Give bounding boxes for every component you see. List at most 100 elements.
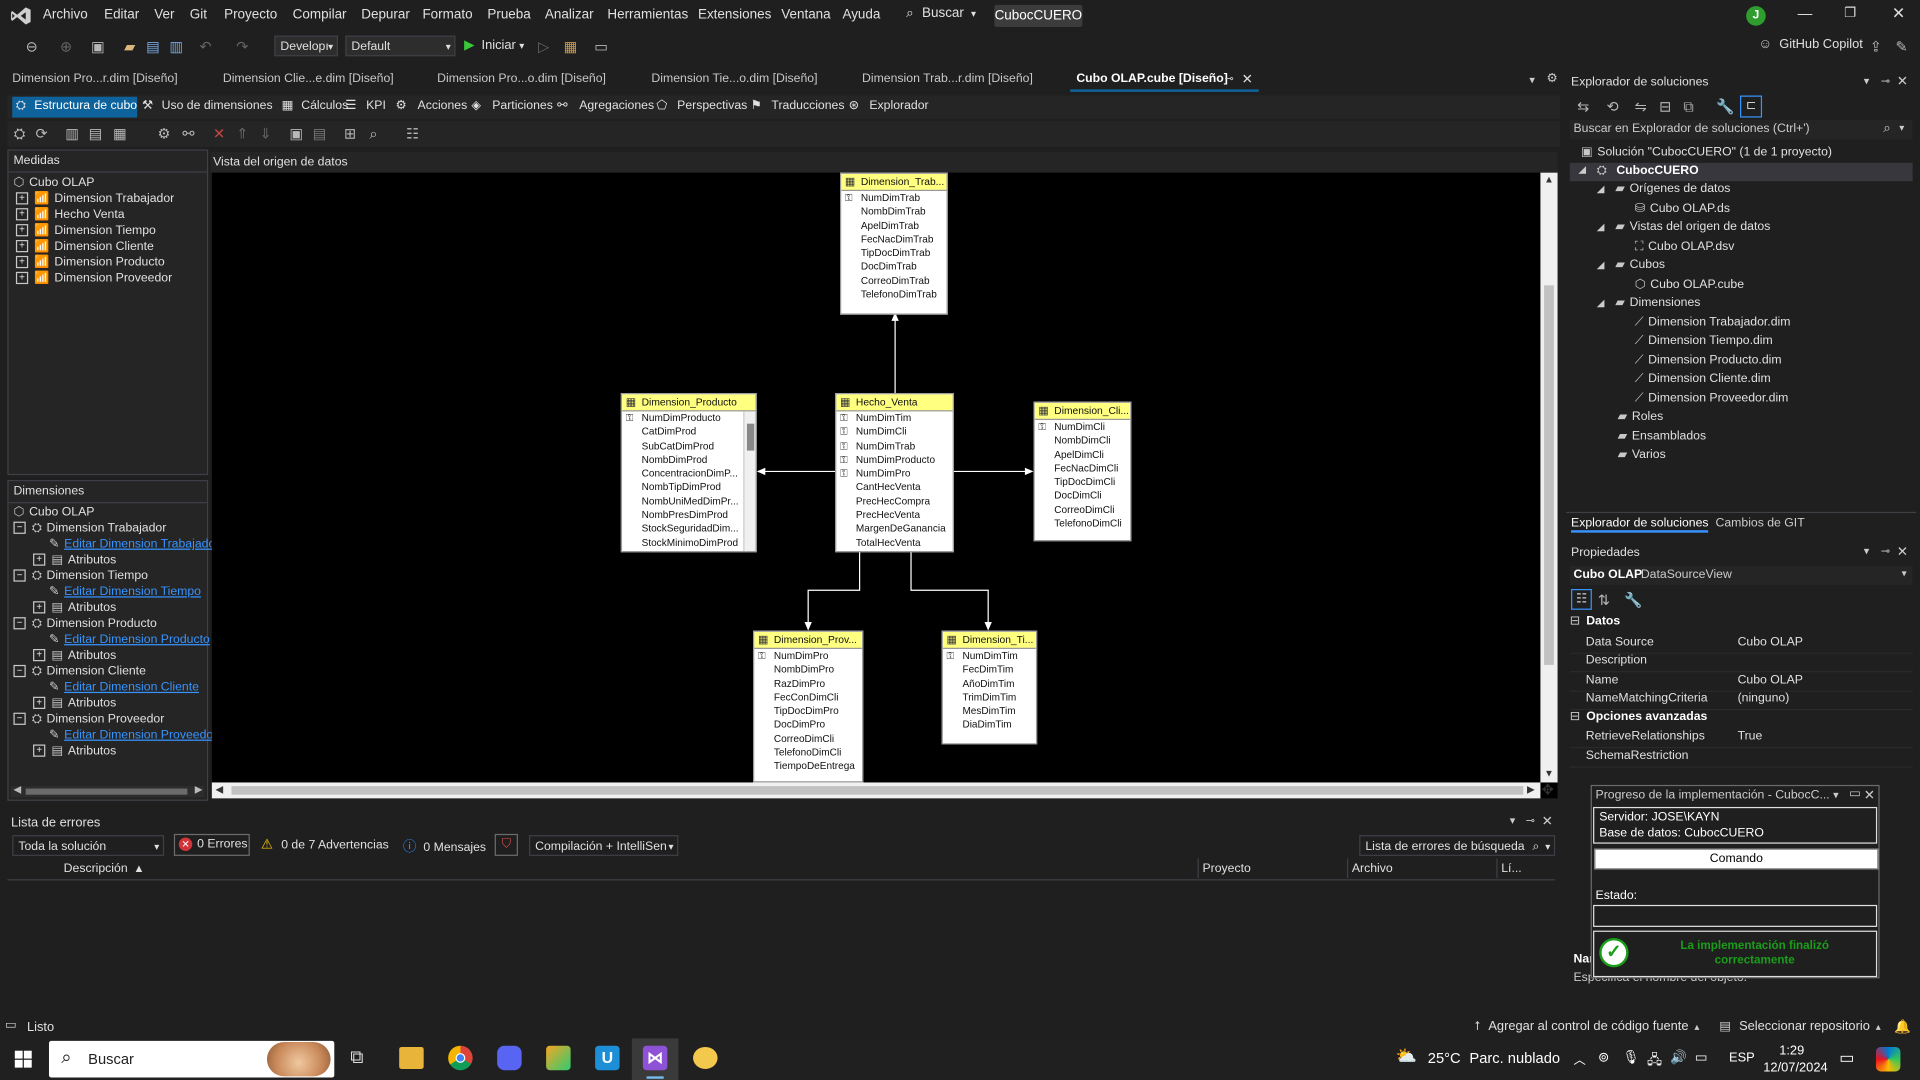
warnings-filter-button[interactable]: ⚠ 0 de 7 Advertencias bbox=[261, 836, 389, 853]
tab-dimension-cliente[interactable]: Dimension Clie...e.dim [Diseño] bbox=[222, 72, 394, 86]
property-row[interactable]: SchemaRestriction bbox=[1569, 748, 1913, 768]
pan-icon[interactable]: ✥ bbox=[1541, 781, 1554, 799]
expand-icon[interactable]: + bbox=[33, 697, 46, 710]
attributes-proveedor[interactable]: +▤Atributos bbox=[33, 744, 116, 758]
share-icon[interactable]: ⇪ bbox=[1869, 37, 1883, 56]
data-source-view-canvas[interactable]: Dimension_Trab... NumDimTrab NombDimTrab… bbox=[211, 172, 1558, 799]
table-dimension-proveedor[interactable]: Dimension_Prov... NumDimPro NombDimPro R… bbox=[753, 630, 864, 783]
tray-app-icon[interactable]: ⊚ bbox=[1597, 1050, 1610, 1066]
table-dimension-producto[interactable]: Dimension_Producto NumDimProducto CatDim… bbox=[620, 393, 757, 553]
collapse-icon[interactable]: − bbox=[13, 569, 26, 583]
back-icon[interactable]: ⊖ bbox=[25, 37, 38, 56]
close-tab-icon[interactable]: ✕ bbox=[1241, 72, 1253, 87]
close-icon[interactable]: ✕ bbox=[1896, 544, 1909, 560]
scope-dropdown[interactable]: Toda la solución▾ bbox=[12, 835, 165, 856]
horizontal-scrollbar[interactable]: ◀ ▶ bbox=[11, 783, 205, 798]
messages-filter-button[interactable]: ⓘ 0 Mensajes bbox=[403, 836, 486, 856]
scroll-left-icon[interactable]: ◀ bbox=[13, 783, 22, 795]
menu-editar[interactable]: Editar bbox=[104, 7, 140, 23]
column-proyecto[interactable]: Proyecto bbox=[1202, 862, 1251, 876]
expand-icon[interactable]: + bbox=[15, 192, 29, 205]
clock-date[interactable]: 12/07/2024 bbox=[1763, 1060, 1828, 1076]
expand-icon[interactable]: + bbox=[33, 744, 46, 758]
github-copilot-button[interactable]: ☺ GitHub Copilot bbox=[1758, 37, 1862, 52]
solution-node[interactable]: ▣Solución "CubocCUERO" (1 de 1 proyecto) bbox=[1581, 146, 1832, 159]
table-dimension-tiempo[interactable]: Dimension_Ti... NumDimTim FecDimTim AñoD… bbox=[941, 630, 1038, 745]
menu-ayuda[interactable]: Ayuda bbox=[842, 7, 881, 23]
collapse-icon[interactable]: ◢ bbox=[1596, 297, 1605, 309]
layout-icon[interactable]: ▭ bbox=[594, 37, 609, 56]
gear-icon[interactable]: ⚙ bbox=[1546, 72, 1558, 86]
move-down-icon[interactable]: ⇓ bbox=[259, 124, 272, 143]
expand-icon[interactable]: + bbox=[33, 553, 46, 567]
expand-icon[interactable]: + bbox=[15, 272, 29, 285]
sql-tool-icon[interactable] bbox=[546, 1045, 571, 1071]
alphabetical-icon[interactable]: ⇅ bbox=[1597, 591, 1611, 609]
table-dimension-trabajador[interactable]: Dimension_Trab... NumDimTrab NombDimTrab… bbox=[840, 172, 948, 315]
tab-list-chevron-icon[interactable]: ▾ bbox=[1529, 73, 1535, 86]
scroll-up-icon[interactable]: ▲ bbox=[1544, 173, 1554, 185]
attributes-producto[interactable]: +▤Atributos bbox=[33, 649, 116, 662]
categorized-icon[interactable]: ☷ bbox=[1571, 588, 1592, 610]
close-icon[interactable]: ✕ bbox=[1863, 788, 1875, 804]
discord-icon[interactable] bbox=[497, 1045, 522, 1071]
taskbar-search-box[interactable]: ⌕ Buscar bbox=[48, 1040, 335, 1078]
property-section[interactable]: ⊟Datos bbox=[1570, 615, 1913, 633]
table-hecho-venta[interactable]: Hecho_Venta NumDimTim NumDimCli NumDimTr… bbox=[835, 393, 954, 553]
scroll-right-icon[interactable]: ▶ bbox=[1526, 783, 1535, 795]
measure-group-dimension-producto[interactable]: +📶Dimension Producto bbox=[15, 256, 165, 269]
redo-icon[interactable]: ↷ bbox=[236, 37, 249, 56]
tab-calculos[interactable]: Cálculos bbox=[301, 99, 349, 113]
solution-tree-node[interactable]: ⬡Cubo OLAP.cube bbox=[1635, 277, 1744, 290]
canvas-vertical-scrollbar[interactable]: ▲ ▼ bbox=[1540, 172, 1558, 783]
edit-dimension-tiempo-link[interactable]: ✎Editar Dimension Tiempo bbox=[49, 585, 201, 598]
solution-tree-node[interactable]: ⟋Dimension Cliente.dim bbox=[1635, 372, 1771, 385]
clock-time[interactable]: 1:29 bbox=[1779, 1043, 1805, 1058]
column-descripcion[interactable]: Descripción bbox=[63, 862, 128, 876]
scrollbar-thumb[interactable] bbox=[231, 786, 1524, 795]
pin-icon[interactable]: ⊸ bbox=[1525, 814, 1535, 827]
solution-tree-node[interactable]: ◢▰Orígenes de datos bbox=[1597, 182, 1731, 195]
close-icon[interactable]: ✕ bbox=[1896, 74, 1909, 90]
property-value[interactable]: (ninguno) bbox=[1737, 691, 1790, 706]
close-icon[interactable]: ✕ bbox=[1891, 3, 1906, 23]
property-value[interactable]: Cubo OLAP bbox=[1737, 672, 1803, 687]
collapse-icon[interactable]: ◢ bbox=[1578, 164, 1586, 176]
tab-dimension-trabajador[interactable]: Dimension Trab...r.dim [Diseño] bbox=[862, 72, 1033, 86]
notifications-icon[interactable]: 🔔 bbox=[1894, 1020, 1912, 1035]
browse-icon[interactable]: ▦ bbox=[563, 37, 578, 56]
tab-perspectivas[interactable]: Perspectivas bbox=[677, 99, 748, 113]
expand-icon[interactable]: + bbox=[15, 208, 29, 221]
property-section[interactable]: ⊟Opciones avanzadas bbox=[1570, 710, 1913, 728]
collapse-icon[interactable]: ⊟ bbox=[1569, 614, 1581, 629]
attributes-cliente[interactable]: +▤Atributos bbox=[33, 697, 116, 710]
grid-view-icon[interactable]: ▦ bbox=[113, 124, 127, 143]
chevron-up-icon[interactable]: ︿ bbox=[1573, 1054, 1586, 1068]
show-all-files-icon[interactable]: ⧉ bbox=[1683, 97, 1694, 116]
new-measure-icon[interactable]: ▥ bbox=[65, 124, 80, 143]
menu-ventana[interactable]: Ventana bbox=[781, 7, 831, 23]
chevron-down-icon[interactable]: ▾ bbox=[1863, 74, 1870, 87]
measures-root[interactable]: ⬡Cubo OLAP bbox=[13, 176, 94, 189]
property-row[interactable]: NameMatchingCriteria(ninguno) bbox=[1569, 691, 1913, 711]
edit-dimension-proveedor-link[interactable]: ✎Editar Dimension Proveedor bbox=[49, 729, 217, 742]
solution-tree-node[interactable]: ⟋Dimension Tiempo.dim bbox=[1635, 334, 1773, 347]
table-scrollbar[interactable] bbox=[743, 411, 756, 552]
measure-group-dimension-trabajador[interactable]: +📶Dimension Trabajador bbox=[15, 192, 174, 206]
measure-group-hecho-venta[interactable]: +📶Hecho Venta bbox=[15, 208, 125, 222]
collapse-icon[interactable]: ◢ bbox=[1596, 221, 1605, 233]
error-search-input[interactable]: Lista de errores de búsqueda⌕▾ bbox=[1359, 835, 1556, 856]
menu-prueba[interactable]: Prueba bbox=[487, 7, 531, 23]
expand-icon[interactable]: + bbox=[15, 240, 29, 253]
link-object-icon[interactable]: ⚯ bbox=[182, 124, 195, 143]
tab-dimension-producto[interactable]: Dimension Pro...o.dim [Diseño] bbox=[437, 72, 606, 86]
select-repository-button[interactable]: ▤ Seleccionar repositorio ▴ bbox=[1719, 1019, 1880, 1034]
configuration-dropdown[interactable]: Developı▾ bbox=[274, 35, 338, 57]
solution-tree-node[interactable]: ◢▰Vistas del origen de datos bbox=[1597, 220, 1771, 233]
network-icon[interactable]: 🖧 bbox=[1646, 1053, 1662, 1068]
notification-center-icon[interactable]: ▭ bbox=[1839, 1048, 1855, 1067]
expand-icon[interactable]: + bbox=[15, 224, 29, 237]
zoom-icon[interactable]: ⌕ bbox=[369, 124, 378, 143]
